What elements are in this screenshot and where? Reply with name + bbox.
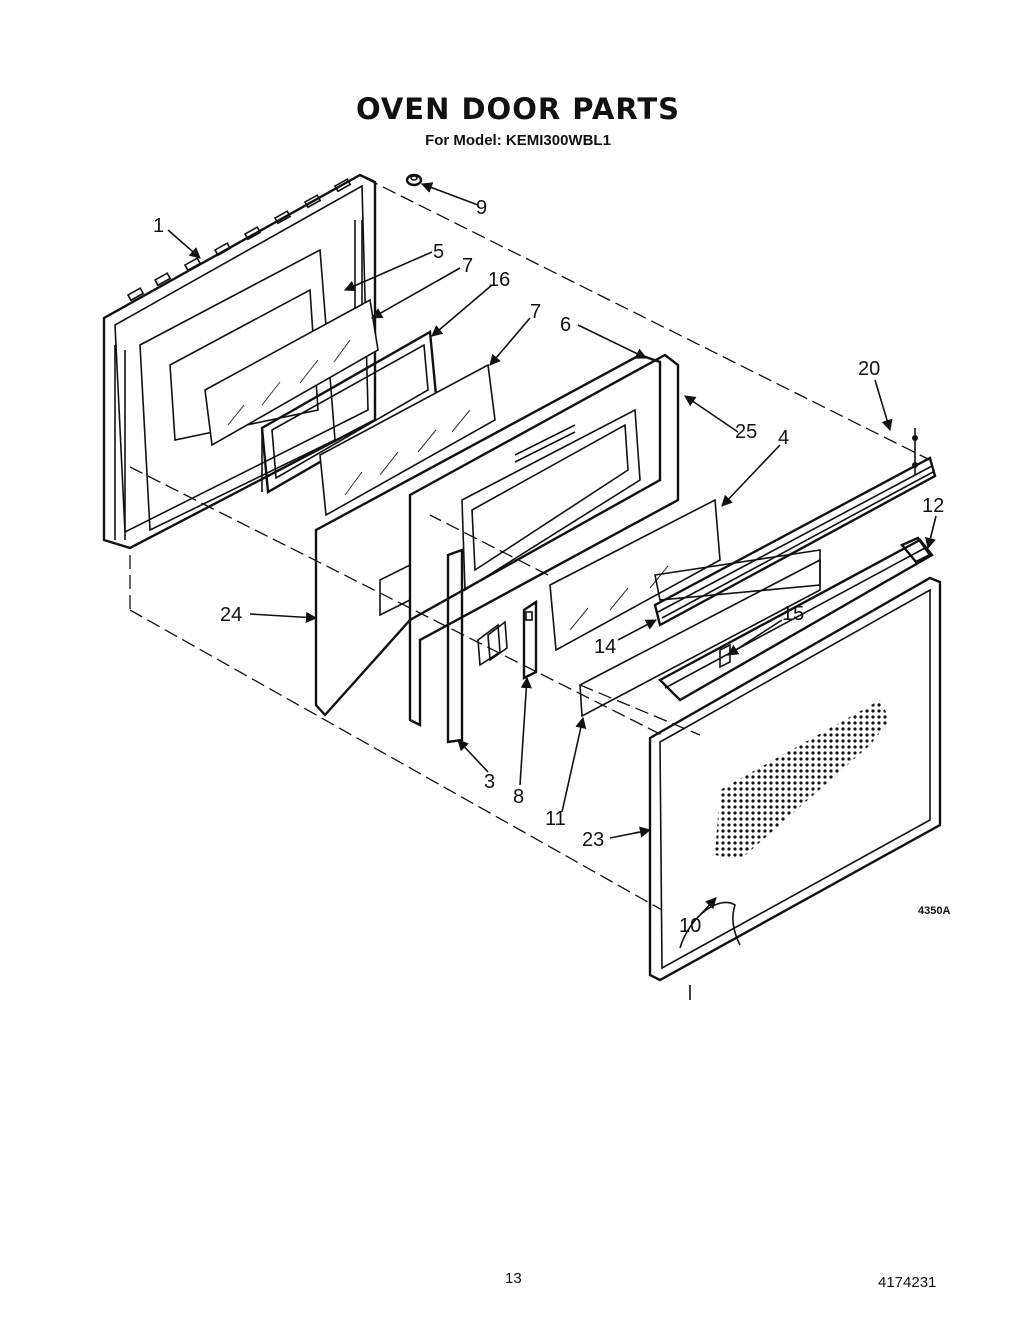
callout-1: 1 [153, 215, 164, 237]
assembly-guide-lines [129, 177, 931, 911]
document-number: 4174231 [878, 1274, 937, 1291]
callout-labels: 1 5 7 16 9 7 6 20 25 4 12 24 14 15 3 8 1… [153, 197, 950, 937]
callout-8: 8 [513, 786, 524, 808]
part-8-hinge-bracket [522, 599, 538, 680]
callout-16: 16 [488, 269, 510, 291]
part-4-outer-glass [549, 498, 721, 652]
callout-25: 25 [735, 421, 757, 443]
part-12-handle [658, 536, 934, 702]
model-subtitle: For Model: KEMI300WBL1 [425, 132, 611, 149]
callout-7-middle: 7 [530, 301, 541, 323]
callout-7-upper: 7 [462, 255, 473, 277]
part-20-top-channel [653, 428, 937, 627]
callout-12: 12 [922, 495, 944, 517]
part-15-clip [719, 643, 731, 669]
callout-4: 4 [778, 427, 789, 449]
callout-15: 15 [782, 603, 804, 625]
callout-leaders [167, 182, 937, 916]
figure-code: 4350A [918, 905, 950, 917]
callout-20: 20 [858, 358, 880, 380]
callout-5: 5 [433, 241, 444, 263]
callout-14: 14 [594, 636, 616, 658]
callout-11: 11 [545, 808, 566, 830]
part-5-7-inner-glass [204, 298, 379, 447]
page-title: OVEN DOOR PARTS [355, 92, 681, 126]
part-3-side-strip [446, 548, 464, 744]
callout-3: 3 [484, 771, 495, 793]
page-number: 13 [505, 1270, 522, 1287]
part-9-bumper [405, 173, 423, 187]
part-11-bottom-strip [579, 558, 821, 718]
callout-6: 6 [560, 314, 571, 336]
callout-23: 23 [582, 829, 604, 851]
part-23-outer-door [648, 576, 942, 1000]
callout-24: 24 [220, 604, 242, 626]
part-7-middle-glass [319, 363, 496, 517]
small-bracket [477, 620, 508, 667]
callout-9: 9 [476, 197, 487, 219]
part-6-door-panel [379, 353, 680, 727]
callout-10: 10 [679, 915, 701, 937]
